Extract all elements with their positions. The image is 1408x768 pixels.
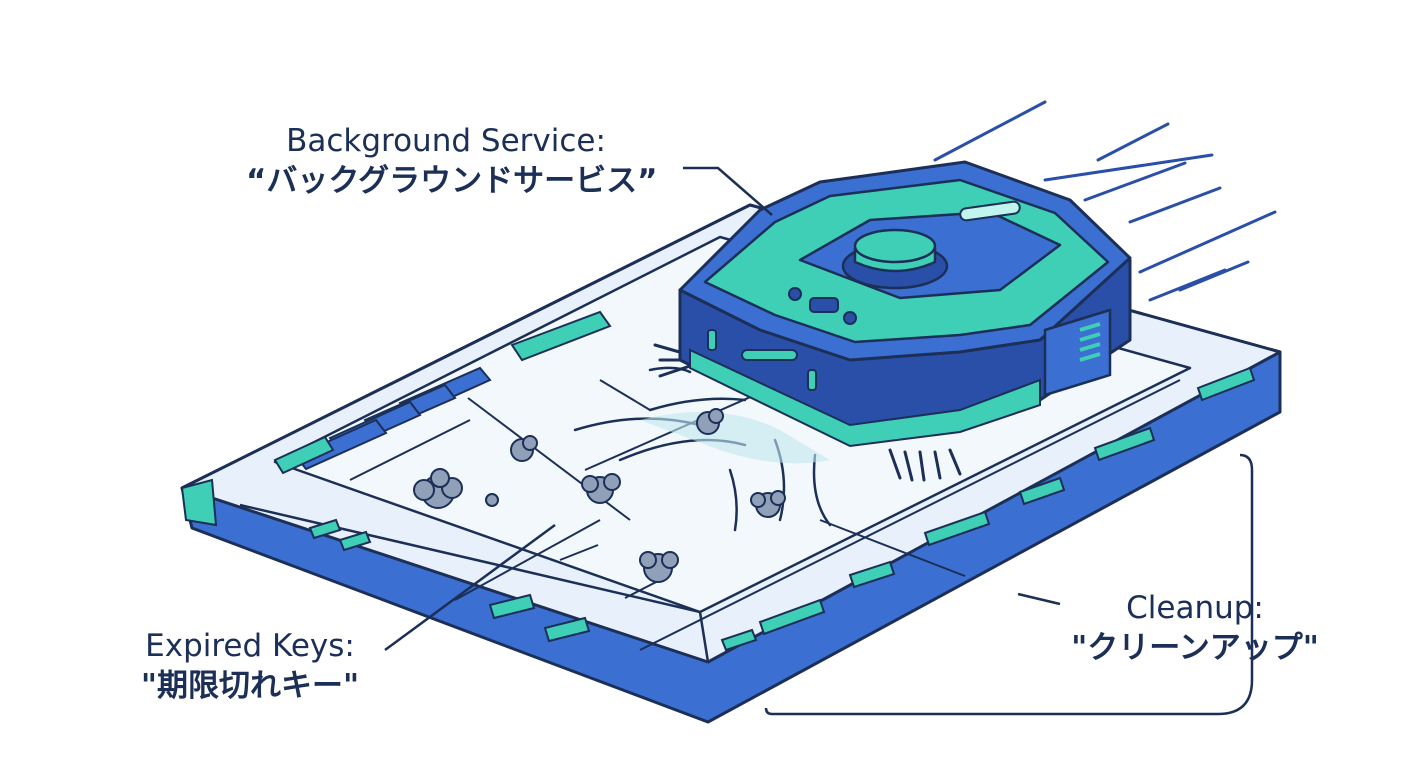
dust-clumps xyxy=(413,408,786,583)
cleanup-title: Cleanup: xyxy=(1126,590,1264,626)
callout-lines xyxy=(384,166,1254,716)
dust-clump-5 xyxy=(750,490,786,518)
dust-clump-1 xyxy=(413,468,463,509)
background-service-title: Background Service: xyxy=(286,123,606,159)
robot-vacuum xyxy=(653,160,1132,482)
expired-keys-title: Expired Keys: xyxy=(145,628,355,664)
background-service-label: Background Service: “バックグラウンドサービス” xyxy=(246,121,658,201)
background-service-japanese: “バックグラウンドサービス” xyxy=(246,163,658,199)
expired-keys-label: Expired Keys: "期限切れキー" xyxy=(100,626,400,706)
airflow-glow xyxy=(640,412,830,464)
dust-clump-4 xyxy=(696,408,724,435)
expired-keys-japanese: "期限切れキー" xyxy=(140,668,360,704)
cleanup-japanese: "クリーンアップ" xyxy=(1071,630,1319,666)
dust-clump-6 xyxy=(639,551,679,583)
dust-clump-3 xyxy=(510,435,538,462)
cleanup-label: Cleanup: "クリーンアップ" xyxy=(1050,588,1340,668)
speed-lines xyxy=(933,100,1277,302)
dust-clump-2 xyxy=(581,473,621,504)
dust-clump-7 xyxy=(485,493,499,507)
